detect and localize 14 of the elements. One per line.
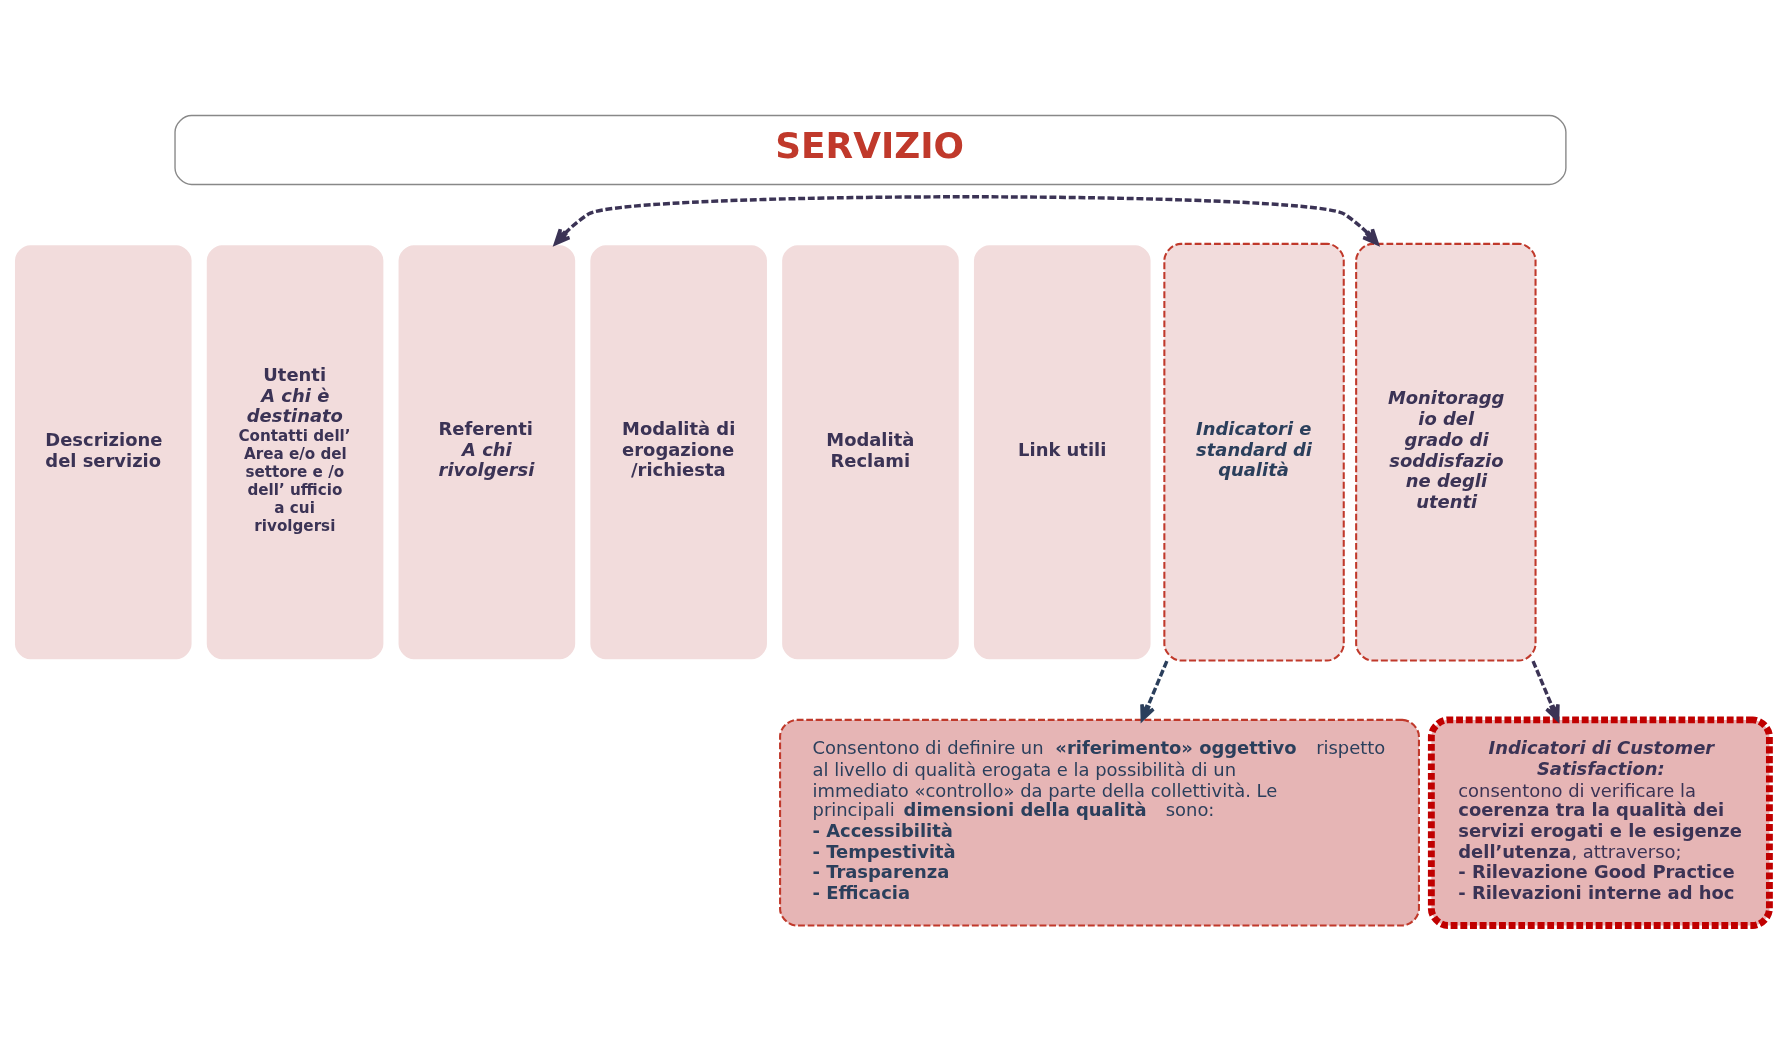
node-box: Modalità di erogazione /richiesta [587,242,770,662]
node-box: Referenti A chi rivolgersi [395,242,578,662]
node-box: Monitoragg io del grado di soddisfazio ne degli utenti [1355,242,1537,662]
node-box: Indicatori e standard di qualità [1163,242,1345,662]
node-box: SERVIZIO [174,114,1567,186]
node-box: Modalità Reclami [779,242,962,662]
arrow [553,195,1379,246]
node-box: Descrizione del servizio [12,242,195,662]
node-box: Indicatori di Customer Satisfaction: consentono di verificare la coerenza tra la qualità dei servizi erogati e le esigenze dell’utenza, attraverso; - Rilevazione Good Practice - Rilevazioni interne ad hoc [1427,716,1773,929]
node-box: Link utili [971,242,1154,662]
node-box: Consentono di definire un «riferimento» oggettivo rispetto al livello di qualità erogata e la possibilità di un immediato «controllo» da parte della collettività. Le principali dimensioni della qualità sono: - Accessibilità - Tempestività - Trasparenza - Efficacia [779,718,1420,927]
arrow [1531,660,1560,722]
arrow [1140,660,1169,722]
node-box: Utenti A chi è destinato Contatti dell’ Area e/o del settore e /o dell’ ufficio a cui rivolgersi [204,242,387,662]
